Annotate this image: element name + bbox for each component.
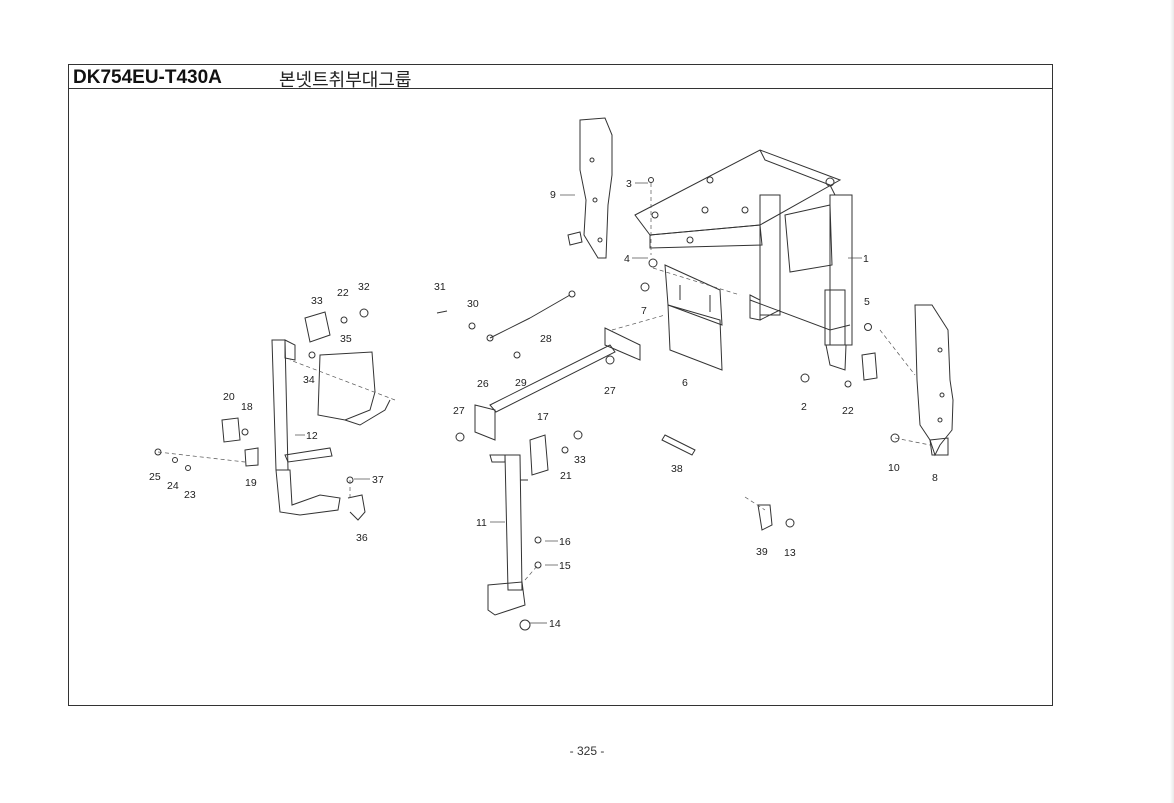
callout-31: 31 [434,281,446,293]
callout-22b: 22 [842,405,854,417]
part-main-frame [634,149,853,371]
part-clip-39 [757,504,773,531]
callout-24: 24 [167,480,179,492]
callout-33a: 33 [311,295,323,307]
callout-5: 5 [864,296,870,308]
callout-37: 37 [372,474,384,486]
callout-21: 21 [560,470,572,482]
part-bracket-33 [304,311,331,343]
callout-14: 14 [549,618,561,630]
part-cross-bar [474,327,641,441]
callout-17: 17 [537,411,549,423]
part-bracket-17 [529,434,549,476]
callout-15: 15 [559,560,571,572]
part-left-bracket [271,339,341,516]
callout-25: 25 [149,471,161,483]
callout-18: 18 [241,401,253,413]
callout-4: 4 [624,253,630,265]
callout-38: 38 [671,463,683,475]
callout-1: 1 [863,253,869,265]
page-number: - 325 - [569,744,605,758]
callout-6: 6 [682,377,688,389]
part-gas-strut [486,290,576,342]
callout-23: 23 [184,489,196,501]
callout-3: 3 [626,178,632,190]
callout-7: 7 [641,305,647,317]
callout-19: 19 [245,477,257,489]
callout-9: 9 [550,189,556,201]
part-vertical-bracket [487,454,528,616]
part-left-side-plate [567,117,613,259]
callout-36: 36 [356,532,368,544]
callout-34: 34 [303,374,315,386]
part-strap-38 [661,434,696,456]
part-plate-6 [664,264,723,371]
model-code: DK754EU-T430A [73,67,222,88]
title-bar: DK754EU-T430A 본넷트취부대그룹 [69,65,1052,91]
part-plate-35 [317,351,391,426]
part-right-side-plate [914,304,954,457]
callout-32: 32 [358,281,370,293]
part-plate-20 [221,417,241,443]
callout-12: 12 [306,430,318,442]
group-title: 본넷트취부대그룹 [279,70,412,91]
callout-22a: 22 [337,287,349,299]
callout-20: 20 [223,391,235,403]
part-clip-22-right [861,352,878,381]
leader-lines [295,182,862,624]
callout-29: 29 [515,377,527,389]
callout-13: 13 [784,547,796,559]
callout-labels: 1 2 3 4 5 6 7 8 9 10 11 12 13 14 15 16 1… [149,178,938,630]
page-edge-shadow [1170,0,1174,803]
callout-33b: 33 [574,454,586,466]
fasteners [154,177,900,631]
callout-11: 11 [476,517,487,529]
callout-27a: 27 [604,385,616,397]
callout-27b: 27 [453,405,465,417]
callout-35: 35 [340,333,352,345]
callout-30: 30 [467,298,479,310]
callout-28: 28 [540,333,552,345]
callout-39: 39 [756,546,768,558]
assembly-lines [157,183,931,581]
callout-8: 8 [932,472,938,484]
part-clip-19 [244,447,259,467]
callout-16: 16 [559,536,571,548]
callout-26: 26 [477,378,489,390]
callout-10: 10 [888,462,900,474]
callout-2: 2 [801,401,807,413]
diagram-frame: DK754EU-T430A 본넷트취부대그룹 [68,64,1053,706]
part-clip-36 [347,494,366,521]
